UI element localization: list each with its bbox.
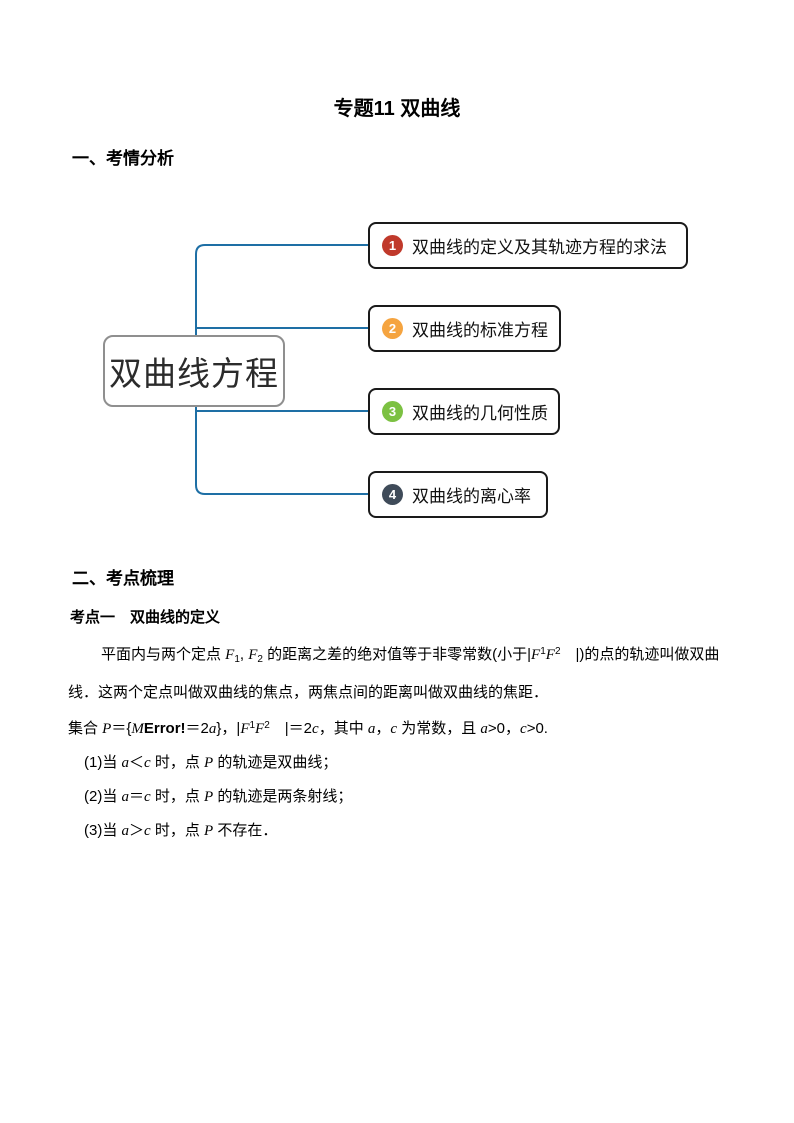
mindmap-root-node: 双曲线方程 bbox=[103, 335, 285, 407]
mindmap-node-definition: 1 双曲线的定义及其轨迹方程的求法 bbox=[368, 222, 688, 269]
node-2-label: 双曲线的标准方程 bbox=[412, 321, 548, 340]
mindmap-node-geometric-properties: 3 双曲线的几何性质 bbox=[368, 388, 560, 435]
mindmap-node-standard-equation: 2 双曲线的标准方程 bbox=[368, 305, 561, 352]
mindmap-node-eccentricity: 4 双曲线的离心率 bbox=[368, 471, 548, 518]
node-1-number-badge: 1 bbox=[382, 235, 403, 256]
paragraph-set-condition: 集合 P＝{MError!＝2a}，|F1F2 |＝2c，其中 a，c 为常数，… bbox=[68, 720, 548, 737]
section-heading-key-points: 二、考点梳理 bbox=[72, 569, 174, 588]
paragraph-definition: 平面内与两个定点 F1, F2 的距离之差的绝对值等于非零常数(小于|F1F2 … bbox=[68, 646, 720, 701]
node-3-number-badge: 3 bbox=[382, 401, 403, 422]
list-item-case-2: (2)当 a＝c 时，点 P 的轨迹是两条射线； bbox=[84, 788, 353, 805]
page-title: 专题11 双曲线 bbox=[333, 98, 461, 120]
section-heading-exam-analysis: 一、考情分析 bbox=[72, 149, 174, 168]
list-item-case-3: (3)当 a＞c 时，点 P 不存在． bbox=[84, 822, 278, 839]
topic-heading-hyperbola-definition: 考点一 双曲线的定义 bbox=[70, 609, 221, 626]
node-3-label: 双曲线的几何性质 bbox=[412, 404, 548, 423]
list-item-case-1: (1)当 a＜c 时，点 P 的轨迹是双曲线； bbox=[84, 754, 338, 771]
node-2-number-badge: 2 bbox=[382, 318, 403, 339]
node-4-label: 双曲线的离心率 bbox=[412, 487, 531, 506]
node-1-label: 双曲线的定义及其轨迹方程的求法 bbox=[412, 238, 667, 257]
mindmap-diagram: 双曲线方程 1 双曲线的定义及其轨迹方程的求法 2 双曲线的标准方程 3 双曲线… bbox=[0, 220, 794, 520]
node-4-number-badge: 4 bbox=[382, 484, 403, 505]
